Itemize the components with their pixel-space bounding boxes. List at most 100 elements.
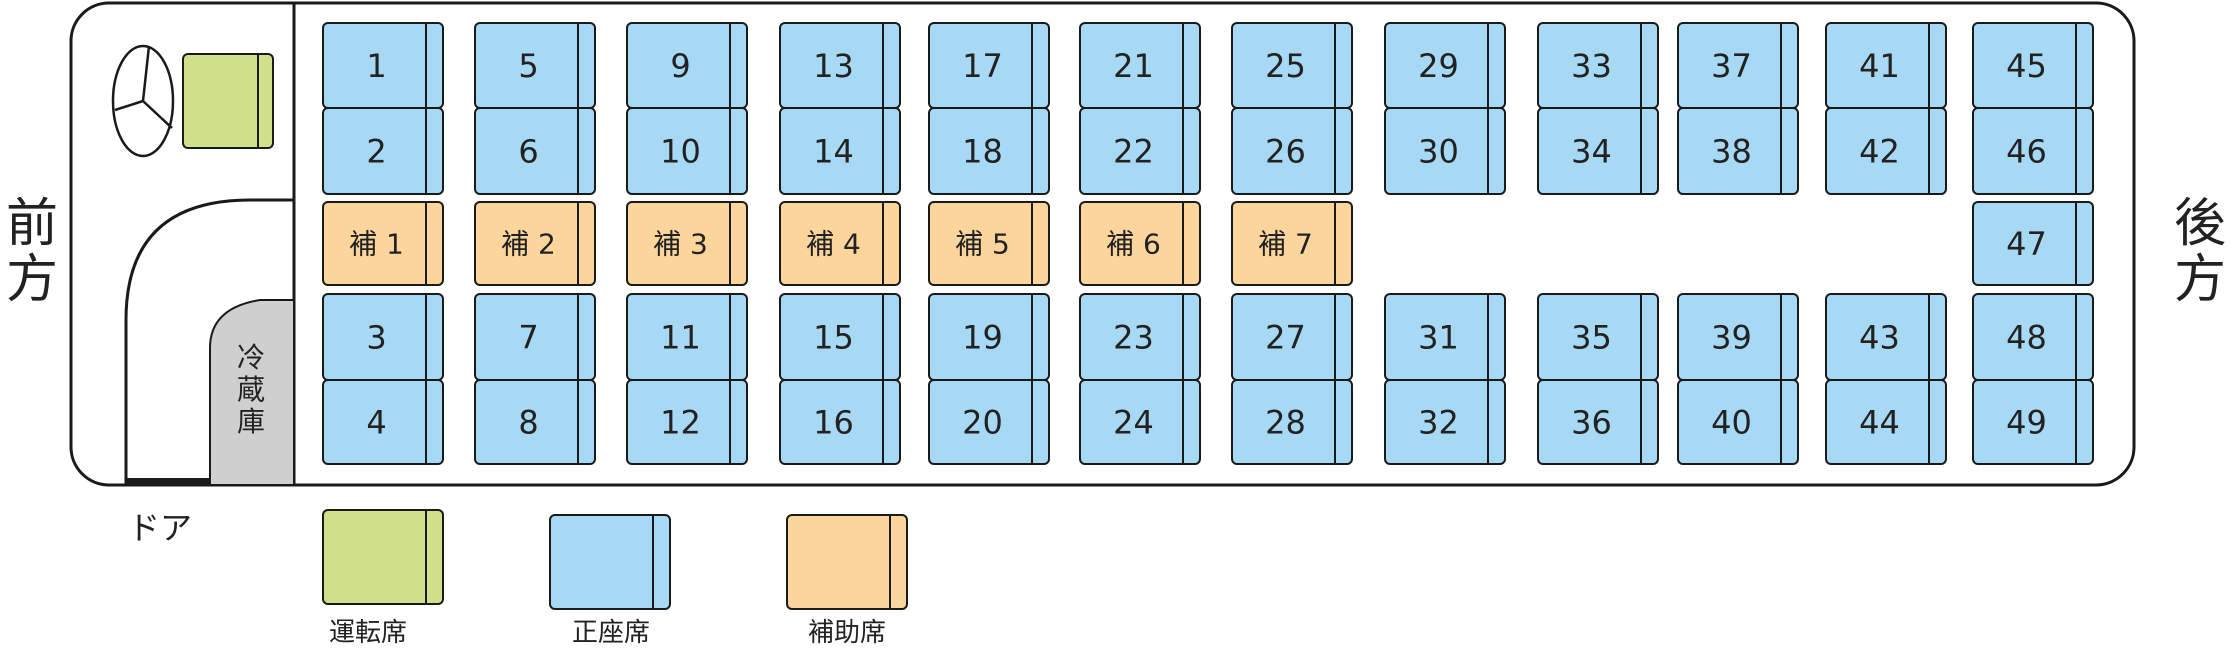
seat-17: 17	[928, 22, 1050, 109]
seat-24: 24	[1079, 379, 1201, 465]
aux-seat-5-label: 補 5	[955, 228, 1010, 261]
seat-9-label: 9	[670, 47, 690, 85]
seat-20: 20	[928, 379, 1050, 465]
front-label-char-2: 方	[5, 250, 58, 310]
seat-11: 11	[626, 293, 748, 381]
aux-seat-1-label: 補 1	[349, 228, 404, 261]
seat-16-label: 16	[813, 404, 854, 442]
seat-41-label: 41	[1859, 47, 1900, 85]
seat-29-label: 29	[1418, 47, 1459, 85]
seat-13-label: 13	[813, 47, 854, 85]
refrigerator	[209, 299, 295, 486]
aux-seat-4: 補 4	[779, 201, 901, 286]
legend-swatch-regular	[549, 514, 671, 610]
seat-26-label: 26	[1265, 133, 1306, 171]
seat-32: 32	[1384, 379, 1506, 465]
seat-49-label: 49	[2006, 404, 2047, 442]
steering-wheel-icon	[111, 44, 175, 158]
seat-2-label: 2	[366, 133, 386, 171]
seat-43-label: 43	[1859, 319, 1900, 357]
seat-24-label: 24	[1113, 404, 1154, 442]
seat-6: 6	[474, 107, 596, 195]
fridge-label-char-2: 蔵	[236, 373, 265, 406]
seat-19: 19	[928, 293, 1050, 381]
aux-seat-3: 補 3	[626, 201, 748, 286]
seat-4: 4	[322, 379, 444, 465]
seat-33: 33	[1537, 22, 1659, 109]
seat-42-label: 42	[1859, 133, 1900, 171]
seat-28: 28	[1231, 379, 1353, 465]
rear-label-char-1: 後	[2173, 194, 2226, 254]
door-label: ドア	[128, 509, 193, 547]
seat-36: 36	[1537, 379, 1659, 465]
seat-6-label: 6	[518, 133, 538, 171]
legend	[322, 509, 908, 610]
seat-23-label: 23	[1113, 319, 1154, 357]
seat-34: 34	[1537, 107, 1659, 195]
seat-42: 42	[1825, 107, 1947, 195]
seat-14: 14	[779, 107, 901, 195]
seat-39: 39	[1677, 293, 1799, 381]
seat-11-label: 11	[660, 319, 701, 357]
seat-43: 43	[1825, 293, 1947, 381]
seat-18-label: 18	[962, 133, 1003, 171]
seat-21: 21	[1079, 22, 1201, 109]
legend-label-regular: 正座席	[571, 618, 650, 648]
seat-36-label: 36	[1571, 404, 1612, 442]
seat-23: 23	[1079, 293, 1201, 381]
seat-9: 9	[626, 22, 748, 109]
seat-38-label: 38	[1711, 133, 1752, 171]
driver-seat	[182, 53, 274, 149]
seat-40-label: 40	[1711, 404, 1752, 442]
front-label-char-1: 前	[5, 194, 58, 254]
driver-area-curved-wall	[124, 198, 294, 485]
seat-2: 2	[322, 107, 444, 195]
seat-35-label: 35	[1571, 319, 1612, 357]
aux-seat-4-label: 補 4	[806, 228, 861, 261]
seat-21-label: 21	[1113, 47, 1154, 85]
seat-22: 22	[1079, 107, 1201, 195]
seat-12: 12	[626, 379, 748, 465]
seat-10: 10	[626, 107, 748, 195]
aux-seat-2: 補 2	[474, 201, 596, 286]
seat-30-label: 30	[1418, 133, 1459, 171]
aux-seat-7: 補 7	[1231, 201, 1353, 286]
seat-27-label: 27	[1265, 319, 1306, 357]
seat-25-label: 25	[1265, 47, 1306, 85]
seat-27: 27	[1231, 293, 1353, 381]
seat-40: 40	[1677, 379, 1799, 465]
legend-swatch-driver	[322, 509, 444, 605]
aux-seat-7-label: 補 7	[1258, 228, 1313, 261]
seat-7-label: 7	[518, 319, 538, 357]
seat-13: 13	[779, 22, 901, 109]
seat-48-label: 48	[2006, 319, 2047, 357]
seat-44: 44	[1825, 379, 1947, 465]
seat-15-label: 15	[813, 319, 854, 357]
seat-28-label: 28	[1265, 404, 1306, 442]
aux-seat-1: 補 1	[322, 201, 444, 286]
seat-34-label: 34	[1571, 133, 1612, 171]
aux-seat-3-label: 補 3	[653, 228, 708, 261]
seat-44-label: 44	[1859, 404, 1900, 442]
seat-31: 31	[1384, 293, 1506, 381]
seat-17-label: 17	[962, 47, 1003, 85]
seats-layer: 1234567891011121314151617181920212223242…	[322, 22, 2094, 465]
seat-30: 30	[1384, 107, 1506, 195]
seat-26: 26	[1231, 107, 1353, 195]
seat-41: 41	[1825, 22, 1947, 109]
seat-32-label: 32	[1418, 404, 1459, 442]
seat-10-label: 10	[660, 133, 701, 171]
seat-4-label: 4	[366, 404, 386, 442]
seat-5-label: 5	[518, 47, 538, 85]
seat-1-label: 1	[366, 47, 386, 85]
front-label: 前 方	[2, 196, 62, 308]
seat-1: 1	[322, 22, 444, 109]
seat-39-label: 39	[1711, 319, 1752, 357]
seat-47: 47	[1972, 201, 2094, 286]
seat-16: 16	[779, 379, 901, 465]
door-marking	[126, 478, 210, 485]
fridge-label-char-3: 庫	[236, 405, 265, 438]
seat-45-label: 45	[2006, 47, 2047, 85]
